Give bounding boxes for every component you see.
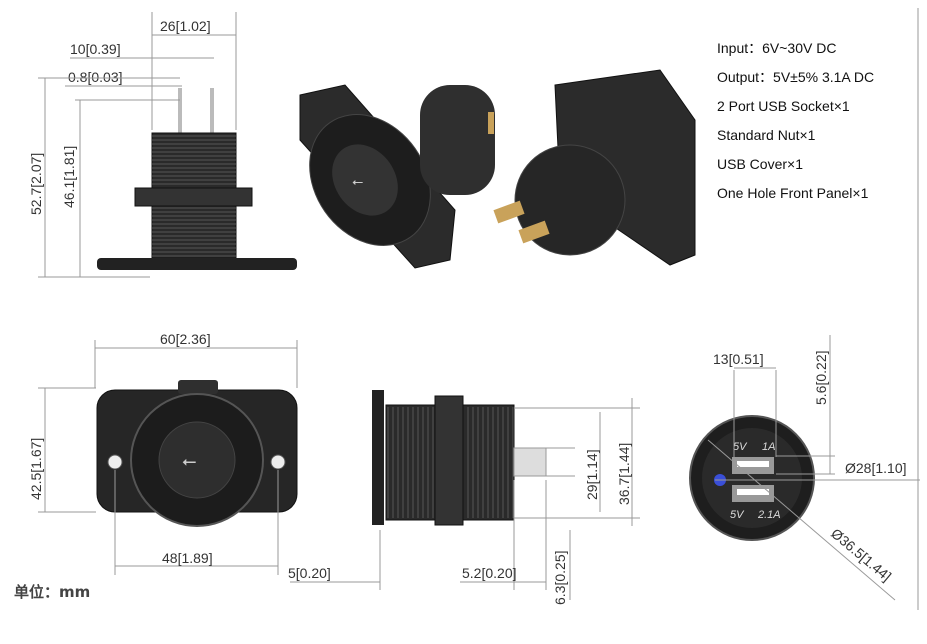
dim-port-height: 5.6[0.22] [813,351,829,406]
dim-nut-dia: 36.7[1.44] [616,443,632,505]
spec-cover: USB Cover×1 [717,156,803,172]
spec-output: Output：5V±5% 3.1A DC [717,69,874,85]
port1-current: 1A [762,441,775,453]
terminal-pin [210,88,214,133]
spec-socket: 2 Port USB Socket×1 [717,98,850,114]
dim-thread-dia: 29[1.14] [584,449,600,500]
isometric-front-view: ⭠ [299,84,495,269]
unit-label: 单位：mm [14,583,90,601]
dim-total-height: 52.7[2.07] [28,153,44,215]
dim-pin-length: 5.2[0.20] [462,565,517,581]
dim-flange: 5[0.20] [288,565,331,581]
dim-width: 26[1.02] [160,18,211,34]
usb-icon: ⭠ [182,451,196,471]
dim-port-width: 13[0.51] [713,351,764,367]
mount-plate [97,258,297,270]
spec-list: Input：6V~30V DC Output：5V±5% 3.1A DC 2 P… [717,40,874,201]
profile-view: 5[0.20] 5.2[0.20] 6.3[0.25] 29[1.14] 36.… [288,390,640,605]
front-view: ⭠ 60[2.36] 42.5[1.67] 48[1.89] [28,331,298,575]
dim-inner-dia: Ø28[1.10] [845,460,907,476]
spec-nut: Standard Nut×1 [717,127,816,143]
side-view: 26[1.02] 10[0.39] 0.8[0.03] 52.7[2.07] 4… [28,12,297,278]
dim-front-height: 42.5[1.67] [28,438,44,500]
nut [134,187,253,207]
dim-pin-width: 6.3[0.25] [552,551,568,606]
terminal-pin [178,88,182,133]
dim-hole-spacing: 48[1.89] [162,550,213,566]
port1-voltage: 5V [733,441,748,453]
isometric-back-view [493,69,696,266]
dim-terminal: 10[0.39] [70,41,121,57]
dim-front-width: 60[2.36] [160,331,211,347]
spec-input: Input：6V~30V DC [717,40,836,56]
dim-thickness: 0.8[0.03] [68,69,123,85]
usb-icon: ⭠ [352,173,363,189]
port2-voltage: 5V [730,509,745,521]
port2-current: 2.1A [757,509,781,521]
dim-body-height: 46.1[1.81] [61,146,77,208]
spec-panel: One Hole Front Panel×1 [717,185,869,201]
